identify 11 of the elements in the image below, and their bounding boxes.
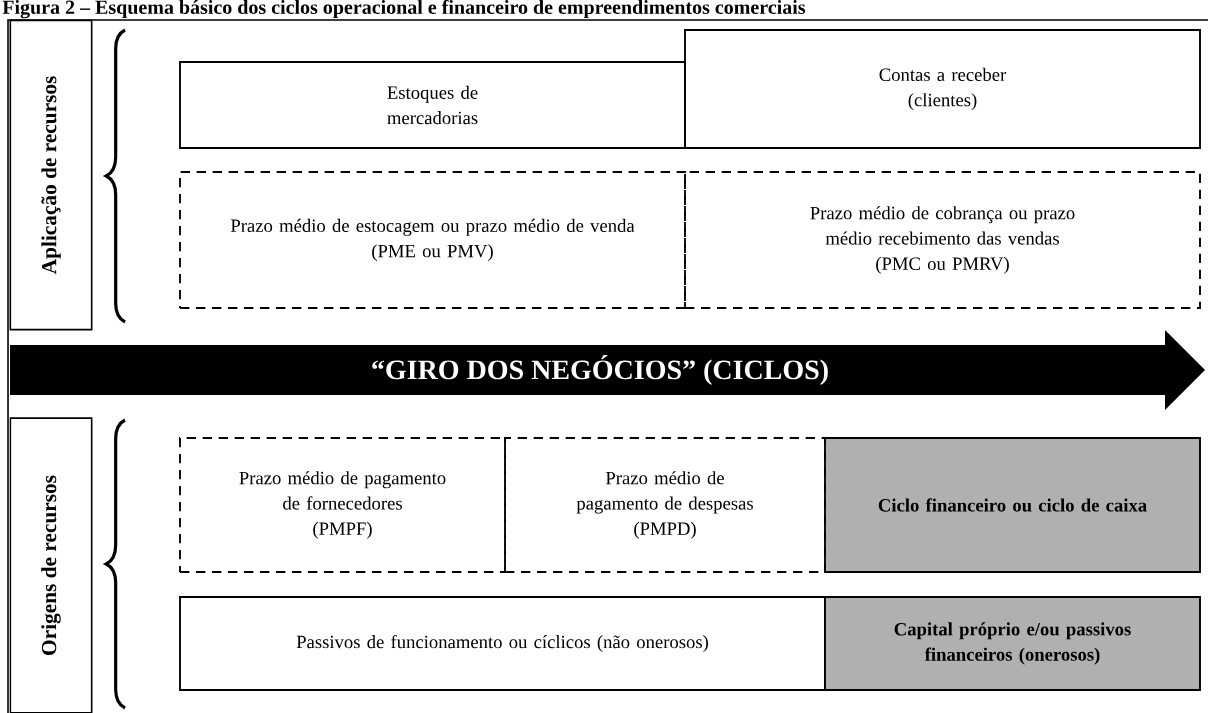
dashed-box: Prazo médio de cobrança ou prazo médio recebimento das vendas (PMC ou PMRV) bbox=[684, 171, 1201, 309]
side-label-box: Aplicação de recursos bbox=[9, 19, 93, 331]
figure-title: Figura 2 – Esquema básico dos ciclos operacional e financeiro de empreendimentos comerciais bbox=[2, 0, 806, 19]
text-box: Estoques de mercadorias bbox=[179, 61, 686, 149]
text-box: Passivos de funcionamento ou cíclicos (não onerosos) bbox=[179, 596, 826, 691]
text-box: Contas a receber (clientes) bbox=[684, 29, 1201, 149]
dashed-box: Prazo médio de pagamento de fornecedores (PMPF) bbox=[179, 437, 506, 573]
dashed-box: Prazo médio de estocagem ou prazo médio de venda (PME ou PMV) bbox=[179, 171, 686, 309]
shaded-box: Capital próprio e/ou passivos financeiros (onerosos) bbox=[824, 596, 1201, 691]
side-label-box: Origens de recursos bbox=[9, 417, 93, 713]
shaded-box: Ciclo financeiro ou ciclo de caixa bbox=[824, 437, 1201, 573]
